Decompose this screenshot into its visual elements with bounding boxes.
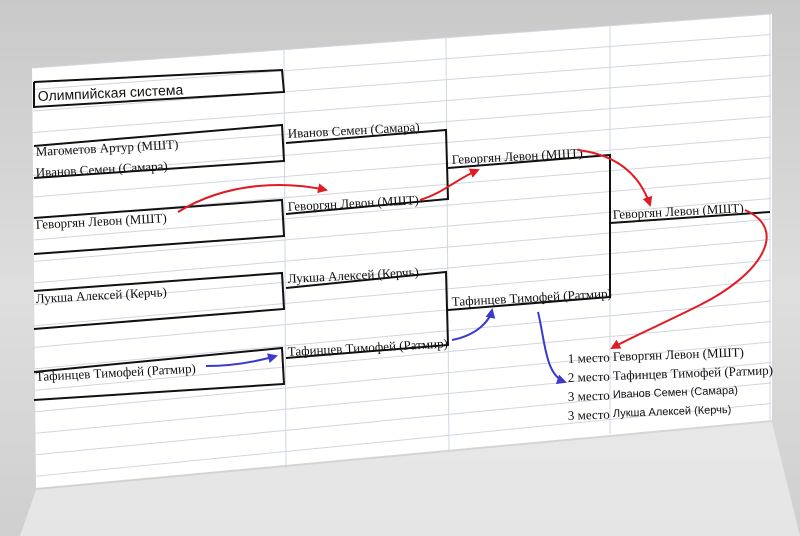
standing-name: Лукша Алексей (Керчь)	[613, 404, 732, 420]
grid-row-line	[32, 362, 772, 434]
grid-row-line	[32, 300, 772, 370]
round1-entry: Геворгян Левон (МШТ)	[35, 210, 167, 232]
runner-up-advance-arrow	[205, 353, 278, 367]
grid-row-line	[32, 259, 772, 327]
bracket-lines	[33, 68, 771, 401]
grid-row-line	[32, 75, 772, 133]
grid-row-line	[32, 280, 772, 348]
grid-row-line	[32, 403, 772, 477]
round1-entry: Лукша Алексей (Керчь)	[35, 284, 167, 306]
runner-up-advance-arrow	[451, 308, 496, 341]
standing-name: Иванов Семен (Самара)	[613, 385, 738, 401]
round2-entry: Геворгян Левон (МШТ)	[287, 192, 419, 214]
grid-row-line	[32, 95, 772, 155]
winner-advance-arrow	[177, 183, 328, 213]
grid-row-line	[32, 341, 772, 413]
grid-row-line	[32, 34, 772, 90]
round1-entry: Иванов Семен (Самара)	[35, 158, 168, 180]
standing-place: 2 место	[568, 369, 610, 385]
standings-table: 1 место Геворгян Левон (МШТ) 2 место Таф…	[568, 344, 774, 423]
grid-row-line	[32, 136, 772, 198]
grid-row-line	[32, 177, 772, 241]
grid-row-line	[32, 239, 772, 305]
winner-advance-arrow	[577, 149, 653, 207]
grid-row-line	[32, 382, 772, 456]
bracket-title: Олимпийская система	[37, 81, 183, 104]
sheet-reflection	[20, 422, 800, 536]
grid-row-line	[32, 198, 772, 262]
grid-row-line	[32, 218, 772, 284]
winner-first-place-arrow	[610, 209, 768, 349]
round3-entry: Геворгян Левон (МШТ)	[451, 145, 583, 167]
grid-row-line	[32, 116, 772, 176]
winner-advance-arrow	[419, 168, 480, 201]
grid-row-line	[32, 321, 772, 391]
spreadsheet-rows	[32, 13, 772, 477]
round2-entry: Лукша Алексей (Керчь)	[287, 264, 419, 286]
standing-place: 3 место	[568, 388, 610, 404]
runner-up-second-place-arrow	[537, 311, 567, 385]
grid-row-line	[32, 13, 772, 69]
standing-name: Тафинцев Тимофей (Ратмир)	[613, 362, 774, 383]
standing-place: 1 место	[568, 350, 610, 366]
round2-entry: Иванов Семен (Самара)	[287, 119, 420, 141]
grid-row-line	[32, 54, 772, 112]
standing-name: Геворгян Левон (МШТ)	[613, 344, 745, 364]
round1-entry: Магометов Артур (МШТ)	[35, 137, 178, 159]
standing-place: 3 место	[568, 407, 610, 423]
